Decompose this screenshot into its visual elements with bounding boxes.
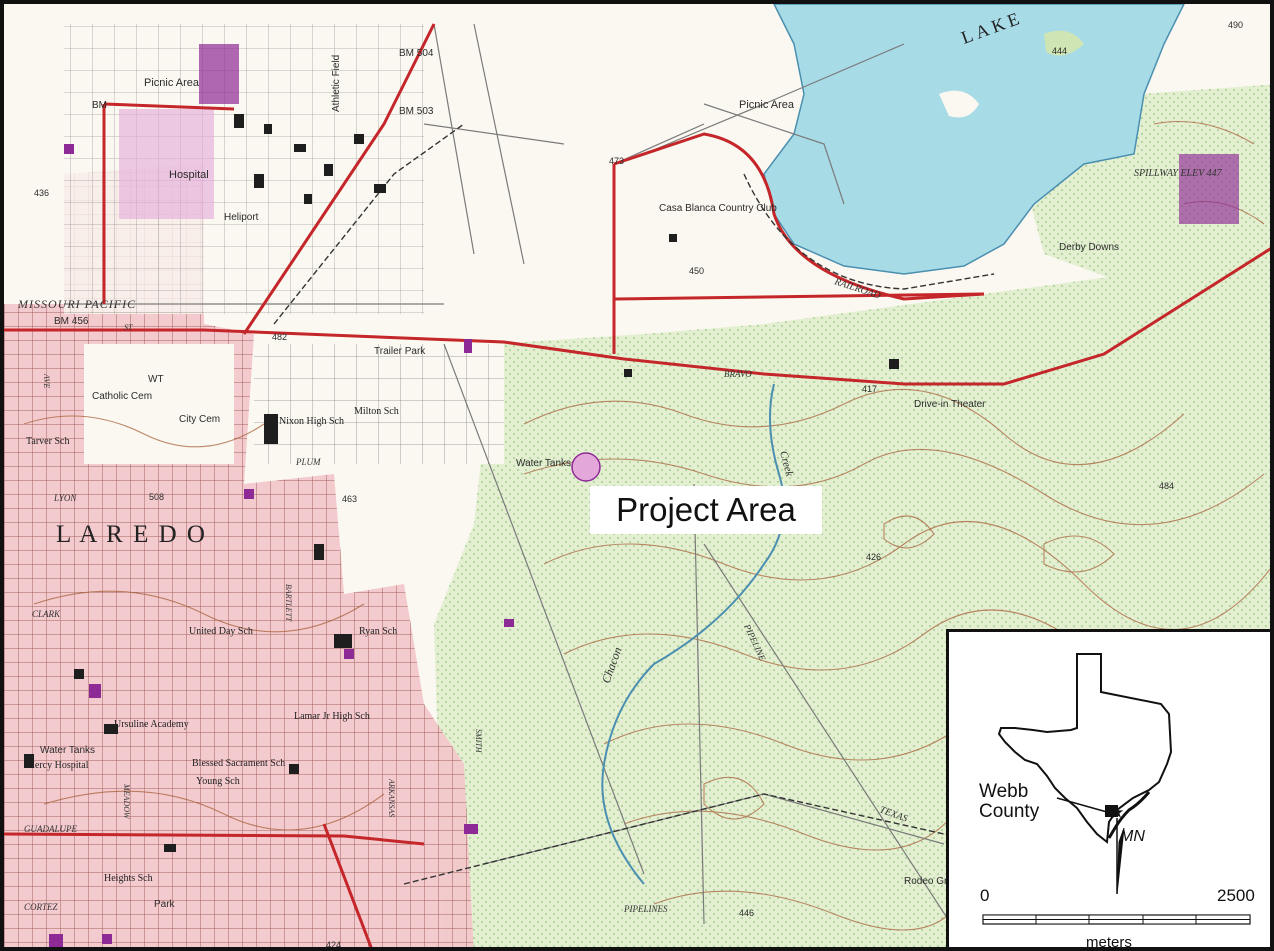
elevation-417: 417 xyxy=(862,384,877,394)
cortez-street-label: CORTEZ xyxy=(24,902,59,912)
smith-street-label: SMITH xyxy=(474,729,483,754)
ryan-sch-label: Ryan Sch xyxy=(359,626,397,637)
railroads xyxy=(273,123,995,885)
magnetic-north-arrow xyxy=(1110,806,1125,895)
pipelines-label: PIPELINES xyxy=(623,904,668,914)
athletic-field-label: Athletic Field xyxy=(331,55,342,112)
water-tank-circle xyxy=(571,452,601,482)
north-neighborhood xyxy=(64,24,424,314)
inset-canvas xyxy=(982,653,1251,925)
lake-island xyxy=(939,90,979,118)
bm-456-label: BM 456 xyxy=(54,316,89,327)
scale-bar xyxy=(982,914,1251,925)
highways xyxy=(4,23,1270,947)
elevation-482: 482 xyxy=(272,332,287,342)
elevation-446: 446 xyxy=(739,908,754,918)
creek-line xyxy=(601,383,785,885)
blessed-sacrament-label: Blessed Sacrament Sch xyxy=(192,758,285,769)
street-ave-label: AVE xyxy=(42,373,51,388)
elevation-484: 484 xyxy=(1159,481,1174,491)
young-sch-label: Young Sch xyxy=(196,776,240,787)
milton-sch-label: Milton Sch xyxy=(354,406,399,417)
trailer-park-label: Trailer Park xyxy=(374,346,426,357)
scale-min-label: 0 xyxy=(980,886,990,905)
building-blocks xyxy=(24,114,899,852)
minor-roads xyxy=(64,23,965,945)
lake-island-2 xyxy=(1044,30,1084,56)
elevation-473: 473 xyxy=(609,156,624,166)
picnic-area-label-2: Picnic Area xyxy=(739,99,795,111)
wt-label: WT xyxy=(148,374,164,385)
heights-sch-label: Heights Sch xyxy=(104,873,153,884)
city-label: L A R E D O xyxy=(56,521,207,548)
bravo-road-label: BRAVO xyxy=(724,369,752,379)
lake-water xyxy=(763,4,1185,275)
casa-blanca-label: Casa Blanca Country Club xyxy=(659,203,777,214)
purple-buildings xyxy=(49,44,1239,947)
ursuline-label: Ursuline Academy xyxy=(114,719,189,730)
catholic-cem-label: Catholic Cem xyxy=(92,391,152,402)
elevation-426: 426 xyxy=(866,552,881,562)
contour-lines xyxy=(23,120,1270,931)
bartlett-street-label: BARTLETT xyxy=(284,584,293,622)
missouri-pacific-label: MISSOURI PACIFIC xyxy=(17,297,136,311)
bm-504-label: BM 504 xyxy=(399,48,434,59)
spillway-label: SPILLWAY ELEV 447 xyxy=(1134,168,1223,179)
elevation-490: 490 xyxy=(1228,20,1243,30)
tarver-sch-label: Tarver Sch xyxy=(26,436,69,447)
residential-grid xyxy=(254,344,504,464)
heliport-label: Heliport xyxy=(224,212,259,223)
hospital-label: Hospital xyxy=(169,169,209,181)
meadow-street-label: MEADOW xyxy=(122,783,131,820)
drive-in-label: Drive-in Theater xyxy=(914,399,986,410)
united-day-label: United Day Sch xyxy=(189,626,253,637)
scale-max-label: 2500 xyxy=(1217,886,1255,905)
county-leader-line xyxy=(1056,797,1108,813)
water-tanks-label-2: Water Tanks xyxy=(40,745,95,756)
elevation-424: 424 xyxy=(326,940,341,950)
bm-west-label: BM xyxy=(92,100,107,111)
water-tanks-label-1: Water Tanks xyxy=(516,458,571,469)
street-st-label: ST xyxy=(124,323,133,332)
scale-unit-label: meters xyxy=(1086,934,1132,951)
lamar-jr-label: Lamar Jr High Sch xyxy=(294,711,370,722)
project-area-label: Project Area xyxy=(590,486,822,534)
city-cem-label: City Cem xyxy=(179,414,220,425)
elevation-508: 508 xyxy=(149,492,164,502)
lyon-street-label: LYON xyxy=(53,493,77,503)
picnic-area-label-1: Picnic Area xyxy=(144,77,200,89)
rodeo-label: Rodeo Grou xyxy=(904,876,958,887)
bm-503-label: BM 503 xyxy=(399,106,434,117)
derby-downs-label: Derby Downs xyxy=(1059,242,1119,253)
park-label: Park xyxy=(154,899,176,910)
cemetery-area xyxy=(84,344,234,464)
mercy-hospital-label: Mercy Hospital xyxy=(26,760,89,771)
arkansas-street-label: ARKANSAS xyxy=(387,778,396,817)
hospital-complex xyxy=(119,109,214,219)
magnetic-north-label: MN xyxy=(1120,828,1145,845)
clark-street-label: CLARK xyxy=(32,609,61,619)
guadalupe-street-label: GUADALUPE xyxy=(24,824,77,834)
elevation-444: 444 xyxy=(1052,46,1067,56)
elevation-463: 463 xyxy=(342,494,357,504)
plum-street-label: PLUM xyxy=(295,457,321,467)
nixon-high-label: Nixon High Sch xyxy=(279,416,344,427)
elevation-450: 450 xyxy=(689,266,704,276)
elevation-436: 436 xyxy=(34,188,49,198)
